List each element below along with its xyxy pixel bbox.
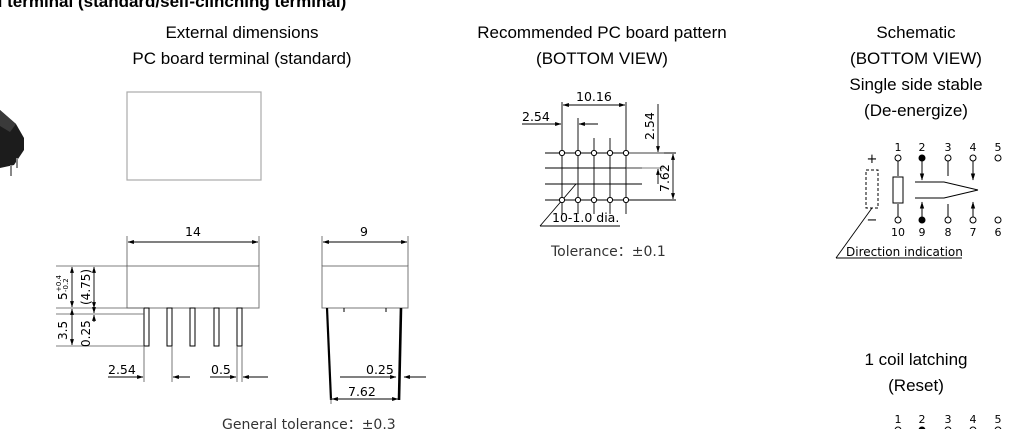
latching-title-line2: (Reset) [888, 376, 944, 395]
schematic-title: Schematic (BOTTOM VIEW) Single side stab… [836, 20, 996, 124]
dim-pitch-label: 2.54 [108, 362, 136, 377]
dim-height-main-label: 5 [56, 292, 70, 300]
schematic-title-line1: Schematic [876, 23, 956, 42]
front-view [56, 236, 268, 382]
pcb-title-line2: (BOTTOM VIEW) [536, 49, 668, 68]
latch-top-pin-1: 1 [895, 413, 902, 426]
pcb-row-spacing-label: 7.62 [657, 164, 672, 192]
sch-top-pin-5: 5 [995, 141, 1002, 154]
pcb-hole-label: 10-1.0 dia. [552, 210, 619, 225]
sch-minus: − [867, 213, 878, 228]
relay-photo [0, 110, 24, 176]
schematic-title-line4: (De-energize) [864, 101, 968, 120]
schematic-title-line2: (BOTTOM VIEW) [850, 49, 982, 68]
dim-terminal-offset-label: 0.25 [79, 320, 93, 347]
dim-depth-label: 9 [360, 224, 368, 239]
external-dimensions-title: External dimensions PC board terminal (s… [112, 20, 372, 72]
latch-top-pin-2: 2 [919, 413, 926, 426]
dim-terminal-len-label: 3.5 [56, 321, 70, 340]
dim-width-label: 14 [185, 224, 201, 239]
sch-top-pin-2: 2 [919, 141, 926, 154]
sch-bottom-pin-7: 7 [970, 226, 977, 239]
dim-pin-width-label: 0.5 [211, 362, 231, 377]
dim-height-tol-upper: +0.4 [55, 274, 63, 292]
pcb-tolerance: Tolerance：±0.1 [550, 244, 666, 260]
sch-top-pin-4: 4 [970, 141, 977, 154]
latching-title: 1 coil latching (Reset) [846, 347, 986, 399]
sch-top-pin-3: 3 [945, 141, 952, 154]
sch-bottom-pin-10: 10 [891, 226, 905, 239]
pcb-pattern-title: Recommended PC board pattern (BOTTOM VIE… [452, 20, 752, 72]
sch-top-pin-1: 1 [895, 141, 902, 154]
schematic-terminals [894, 154, 1002, 224]
latch-top-pin-4: 4 [970, 413, 977, 426]
pcb-pitch-label: 2.54 [522, 109, 550, 124]
pcb-pattern [522, 102, 676, 227]
sch-plus: + [867, 152, 878, 167]
side-view [321, 236, 426, 404]
general-tolerance: General tolerance：±0.3 [222, 417, 396, 429]
pcb-pitch-v-label: 2.54 [642, 112, 657, 140]
dim-pin-thickness-label: 0.25 [366, 362, 394, 377]
schematic-title-line3: Single side stable [849, 75, 983, 94]
dim-row-spacing-label: 7.62 [348, 384, 376, 399]
pcb-title-line1: Recommended PC board pattern [477, 23, 727, 42]
sch-bottom-pin-9: 9 [919, 226, 926, 239]
direction-indication-label: Direction indication [846, 245, 963, 259]
external-title-line1: External dimensions [165, 23, 319, 42]
dim-height-ref-label: (4.75) [79, 269, 93, 305]
pcb-span-label: 10.16 [576, 89, 612, 104]
pcb-holes [558, 149, 630, 204]
top-view-outline [126, 91, 262, 181]
sch-bottom-pin-8: 8 [945, 226, 952, 239]
latch-top-pin-3: 3 [945, 413, 952, 426]
dim-height-tol-lower: -0.2 [62, 278, 70, 292]
external-title-line2: PC board terminal (standard) [132, 49, 352, 68]
latch-top-pin-5: 5 [995, 413, 1002, 426]
latching-title-line1: 1 coil latching [864, 350, 968, 369]
page-title: d terminal (standard/self-clinching term… [0, 0, 347, 11]
sch-bottom-pin-6: 6 [995, 226, 1002, 239]
schematic-diagram [835, 158, 979, 259]
